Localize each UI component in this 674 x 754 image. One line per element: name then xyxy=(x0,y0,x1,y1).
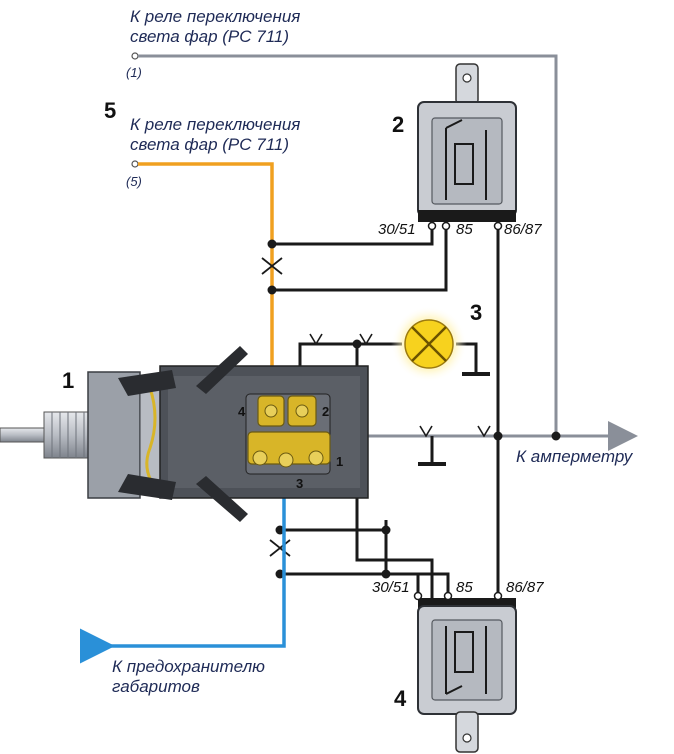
junction-ammeter-relay xyxy=(493,431,503,441)
black-wire-top-3051 xyxy=(272,222,448,292)
relay-bottom-number: 4 xyxy=(394,686,407,711)
connector-mark-ammeter-2 xyxy=(477,425,491,438)
connector-mark-bottom xyxy=(269,539,291,557)
switch-number: 1 xyxy=(62,368,74,393)
relay-bottom-terminal-8687: 86/87 xyxy=(506,579,544,596)
junction-bottom-d xyxy=(381,569,391,579)
ammeter-label: К амперметру xyxy=(516,447,634,466)
relay-top-wire-terminal xyxy=(131,52,139,60)
connector-mark-lamp-2 xyxy=(359,333,373,346)
switch-terminal-1: 1 xyxy=(336,454,343,469)
lamp-number: 3 xyxy=(470,300,482,325)
blue-wire-fuse xyxy=(80,470,286,664)
fuse-label-line2: габаритов xyxy=(112,677,200,696)
relay-mid-label-line2: света фар (РС 711) xyxy=(130,135,289,154)
relay-mid-pin-label: (5) xyxy=(126,174,142,189)
black-wire-bottom-3051 xyxy=(280,520,420,598)
switch-terminal-4: 4 xyxy=(238,404,246,419)
relay-top-number: 2 xyxy=(392,112,404,137)
relay-top-pin-label: (1) xyxy=(126,65,142,80)
relay-top-terminal-8687: 86/87 xyxy=(504,221,542,238)
connector-mark-top xyxy=(261,257,283,275)
switch-terminal-2: 2 xyxy=(322,404,329,419)
switch-terminal-3: 3 xyxy=(296,476,303,491)
orange-wire xyxy=(138,162,274,408)
relay-top-label-line1: К реле переключения xyxy=(130,7,300,26)
relay-bottom-icon xyxy=(413,591,517,753)
relay-top-terminal-3051: 30/51 xyxy=(378,221,416,238)
light-switch-icon xyxy=(0,346,369,522)
relay-bottom-terminal-85: 85 xyxy=(456,579,473,596)
relay-bottom-terminal-3051: 30/51 xyxy=(372,579,410,596)
connector-mark-lamp-1 xyxy=(309,333,323,346)
relay-mid-wire-terminal xyxy=(131,160,139,168)
fuse-label-line1: К предохранителю xyxy=(112,657,265,676)
wire-5-number: 5 xyxy=(104,98,116,123)
relay-top-icon xyxy=(417,63,517,231)
ammeter-junction xyxy=(551,431,561,441)
junction-top-a xyxy=(267,239,277,249)
junction-bottom-c xyxy=(381,525,391,535)
relay-mid-label-line1: К реле переключения xyxy=(130,115,300,134)
connector-mark-ammeter-1 xyxy=(419,425,433,438)
black-wire-bottom-85 xyxy=(386,572,450,598)
relay-top-terminal-85: 85 xyxy=(456,221,473,238)
junction-top-b xyxy=(267,285,277,295)
relay-top-label-line2: света фар (РС 711) xyxy=(130,27,289,46)
warning-lamp-icon xyxy=(391,306,467,382)
gray-wire-relay-top xyxy=(138,54,558,436)
